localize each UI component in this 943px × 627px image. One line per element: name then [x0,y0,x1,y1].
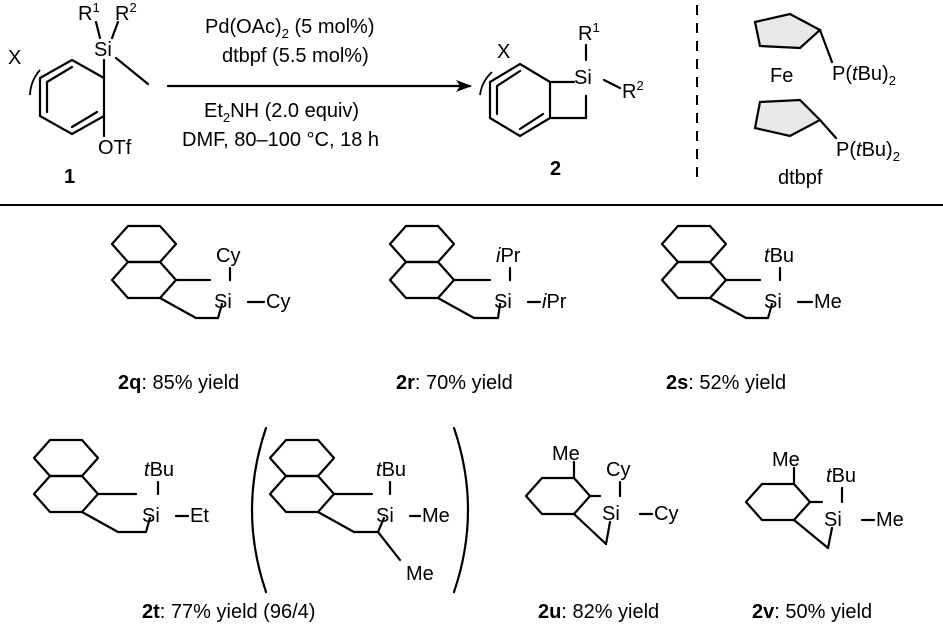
2v-si: Si [824,509,842,531]
2q-caption: 2q: 85% yield [118,372,239,394]
2t-caption: 2t: 77% yield (96/4) [142,601,315,623]
base-text: Et2NH (2.0 equiv) [204,100,359,125]
reactant-r2: R2 [115,0,137,25]
2v-methyl: Me [772,449,800,471]
2r-si: Si [494,291,512,313]
product-r2: R2 [622,78,644,103]
2t-minor-r2: Me [422,505,450,527]
2q-si: Si [214,291,232,313]
2t-minor-r1: tBu [376,459,406,481]
2t-r1: tBu [144,459,174,481]
iron-atom: Fe [770,65,793,87]
phosphine-bottom: P(tBu)2 [836,139,900,164]
2q-r2: Cy [266,291,290,313]
dtbpf-ligand: Fe P(tBu)2 P(tBu)2 dtbpf [753,12,900,189]
reactant-otf: OTf [98,137,132,159]
compound-2s: Si tBu Me 2s: 52% yield [660,224,842,394]
product-si: Si [574,67,592,89]
product-2: Si R1 R2 X 2 [479,20,644,180]
2t-si: Si [142,505,160,527]
2v-r2: Me [876,509,904,531]
product-x: X [497,41,510,63]
compound-2u: Me Si Cy Cy 2u: 82% yield [524,443,678,623]
2v-caption: 2v: 50% yield [752,601,872,623]
product-r1: R1 [578,20,600,45]
compound-2r: Si iPr iPr 2r: 70% yield [388,224,567,394]
2v-r1: tBu [826,465,856,487]
ligand-name: dtbpf [778,167,823,189]
cp-ring-top [753,12,822,50]
compound-2v: Me Si tBu Me 2v: 50% yield [744,449,904,623]
2t-minor-si: Si [376,505,394,527]
2r-caption: 2r: 70% yield [396,372,513,394]
2s-si: Si [764,291,782,313]
2r-r1: iPr [496,245,521,267]
2t-minor-r3: Me [406,563,434,585]
2q-r1: Cy [216,245,240,267]
phosphine-top: P(tBu)2 [832,63,896,88]
compound-2q: Si Cy Cy 2q: 85% yield [110,224,290,394]
ligand-loading-text: dtbpf (5.5 mol%) [222,45,369,67]
2r-r2: iPr [542,291,567,313]
cp-ring-bottom [753,98,822,138]
2u-caption: 2u: 82% yield [538,601,659,623]
2u-methyl: Me [552,443,580,465]
2s-r1: tBu [764,245,794,267]
2u-si: Si [602,503,620,525]
compound-2t-minor: Si tBu Me Me [268,438,450,585]
2s-caption: 2s: 52% yield [666,372,786,394]
reactant-label: 1 [64,166,75,188]
reactant-si: Si [94,39,112,61]
reactant-r1: R1 [78,0,100,25]
solvent-temp-text: DMF, 80–100 °C, 18 h [182,129,379,151]
product-label: 2 [550,158,561,180]
2u-r1: Cy [606,459,630,481]
reactant-1: Si R1 R2 X OTf 1 [8,0,150,188]
left-parenthesis [250,426,268,594]
compound-2t: Si tBu Et 2t: 77% yield (96/4) [32,438,315,623]
arrow-head [456,80,472,92]
reaction-conditions: Pd(OAc)2 (5 mol%) dtbpf (5.5 mol%) Et2NH… [166,16,472,151]
2s-r2: Me [814,291,842,313]
2u-r2: Cy [654,503,678,525]
2t-r2: Et [190,505,209,527]
right-parenthesis [452,426,470,594]
catalyst-text: Pd(OAc)2 (5 mol%) [205,16,375,41]
reactant-x: X [8,47,21,69]
